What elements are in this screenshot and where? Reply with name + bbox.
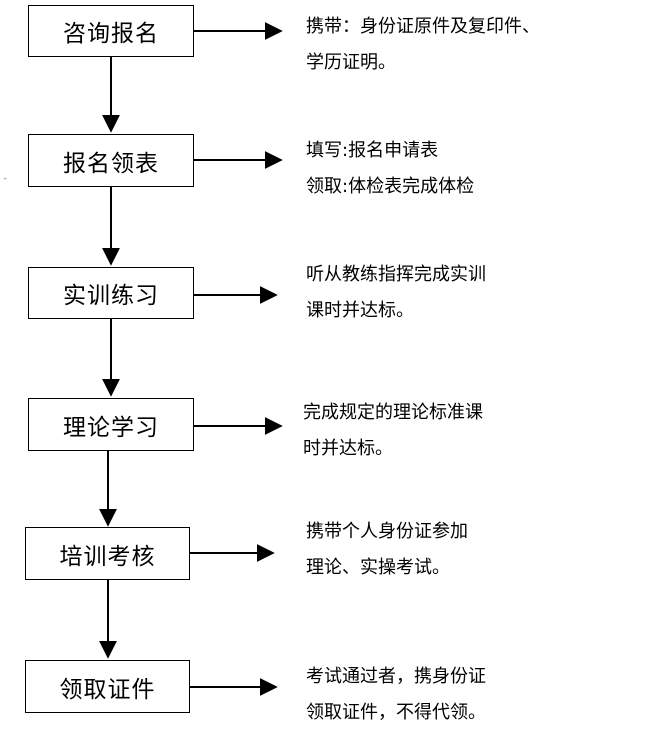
note-line: 领取证件，不得代领。 — [306, 702, 486, 723]
note-line: 完成规定的理论标准课 — [303, 402, 483, 423]
note-line: 课时并达标。 — [306, 300, 414, 321]
note-line: 时并达标。 — [303, 438, 393, 459]
step-training-exam: 培训考核 — [25, 527, 190, 580]
step-consult-register: 咨询报名 — [28, 5, 194, 57]
note-line: 学历证明。 — [306, 52, 396, 73]
step-label: 实训练习 — [63, 283, 159, 309]
step-label: 报名领表 — [63, 150, 159, 177]
note-line: 领取:体检表完成体检 — [306, 176, 475, 197]
note-line: 携带个人身份证参加 — [306, 521, 468, 542]
step-label: 咨询报名 — [63, 21, 159, 47]
step-label: 培训考核 — [59, 543, 156, 570]
step-register-form: 报名领表 — [28, 134, 194, 187]
note-line: 理论、实操考试。 — [306, 557, 450, 578]
note-receive-certificate: 考试通过者，携身份证 领取证件，不得代领。 — [306, 659, 486, 731]
note-line: 考试通过者，携身份证 — [306, 666, 486, 687]
stray-mark: ˇ — [3, 178, 8, 188]
note-consult-register: 携带：身份证原件及复印件、 学历证明。 — [306, 9, 540, 81]
step-practical-training: 实训练习 — [28, 267, 194, 319]
note-line: 填写:报名申请表 — [306, 140, 439, 161]
step-label: 理论学习 — [63, 414, 159, 441]
note-theory-study: 完成规定的理论标准课 时并达标。 — [303, 395, 483, 467]
step-receive-certificate: 领取证件 — [25, 660, 190, 713]
note-register-form: 填写:报名申请表 领取:体检表完成体检 — [306, 133, 474, 205]
note-line: 听从教练指挥完成实训 — [306, 264, 486, 285]
step-label: 领取证件 — [59, 676, 156, 703]
note-line: 携带：身份证原件及复印件、 — [306, 16, 540, 37]
step-theory-study: 理论学习 — [28, 398, 194, 451]
note-training-exam: 携带个人身份证参加 理论、实操考试。 — [306, 514, 468, 586]
note-practical-training: 听从教练指挥完成实训 课时并达标。 — [306, 257, 486, 329]
